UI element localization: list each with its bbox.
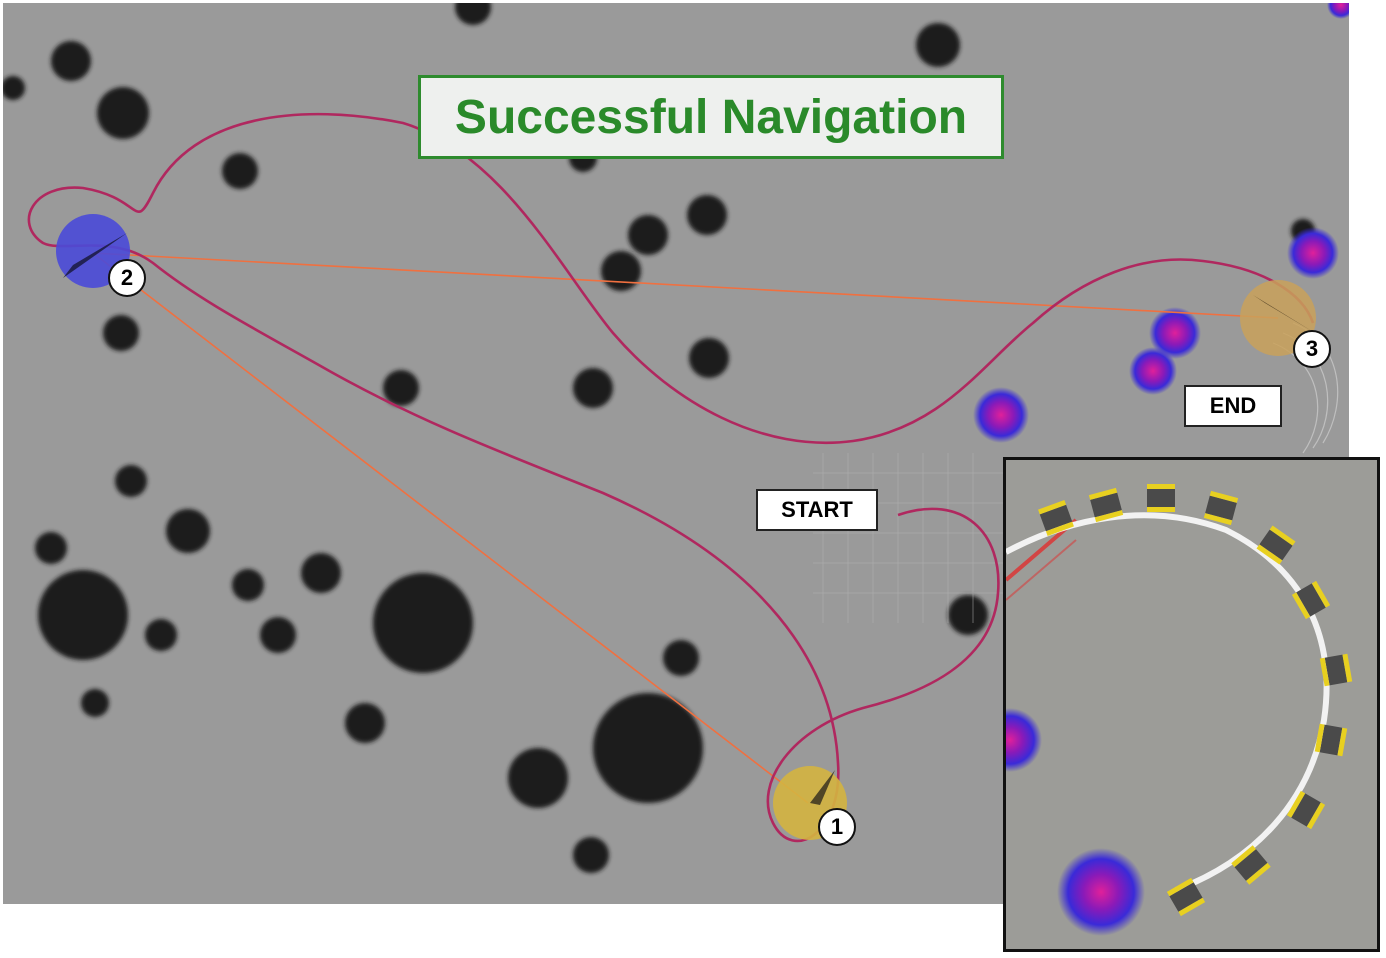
obstacle xyxy=(573,837,609,873)
obstacle xyxy=(232,569,264,601)
obstacle xyxy=(35,532,67,564)
obstacle xyxy=(166,509,210,553)
obstacle xyxy=(601,251,641,291)
inset-canvas xyxy=(1006,484,1353,936)
robot-poses xyxy=(1038,484,1353,917)
obstacle xyxy=(222,153,258,189)
obstacle xyxy=(455,3,491,25)
goal-line-1-to-2 xyxy=(92,252,809,804)
obstacle xyxy=(115,465,147,497)
obstacle xyxy=(345,703,385,743)
navigation-map: Successful Navigation xyxy=(3,3,1349,904)
waypoint-3-number: 3 xyxy=(1293,330,1331,368)
costmap-blob xyxy=(1129,347,1177,395)
obstacle xyxy=(51,41,91,81)
obstacle xyxy=(301,553,341,593)
end-label: END xyxy=(1184,385,1282,427)
obstacle xyxy=(916,23,960,67)
obstacle xyxy=(38,570,128,660)
map-canvas xyxy=(3,3,1349,873)
obstacle xyxy=(948,595,988,635)
zoom-inset-panel xyxy=(1003,457,1380,952)
inset-trajectory xyxy=(1006,512,1330,893)
waypoint-2-number: 2 xyxy=(108,259,146,297)
inset-costmap-blob xyxy=(1006,708,1042,772)
title-banner: Successful Navigation xyxy=(418,75,1004,159)
obstacle xyxy=(689,338,729,378)
inset-costmap-blob xyxy=(1057,848,1145,936)
goal-lines xyxy=(92,252,1279,804)
costmap-blob xyxy=(1287,227,1339,279)
costmap-blobs xyxy=(973,3,1349,443)
obstacle xyxy=(687,195,727,235)
obstacle xyxy=(3,76,25,100)
costmap-blob xyxy=(973,387,1029,443)
obstacle xyxy=(663,640,699,676)
robot-trajectory xyxy=(27,112,1315,843)
obstacle xyxy=(593,693,703,803)
obstacle xyxy=(628,215,668,255)
obstacle xyxy=(383,370,419,406)
obstacle xyxy=(97,87,149,139)
waypoint-1-number: 1 xyxy=(818,808,856,846)
costmap-blob xyxy=(1327,3,1349,19)
obstacles xyxy=(3,3,1315,873)
obstacle xyxy=(103,315,139,351)
goal-line-2-to-3 xyxy=(92,252,1279,319)
obstacle xyxy=(373,573,473,673)
obstacle xyxy=(260,617,296,653)
obstacle xyxy=(573,368,613,408)
costmap-blob xyxy=(1149,307,1201,359)
obstacle xyxy=(145,619,177,651)
obstacle xyxy=(508,748,568,808)
start-label: START xyxy=(756,489,878,531)
obstacle xyxy=(81,689,109,717)
